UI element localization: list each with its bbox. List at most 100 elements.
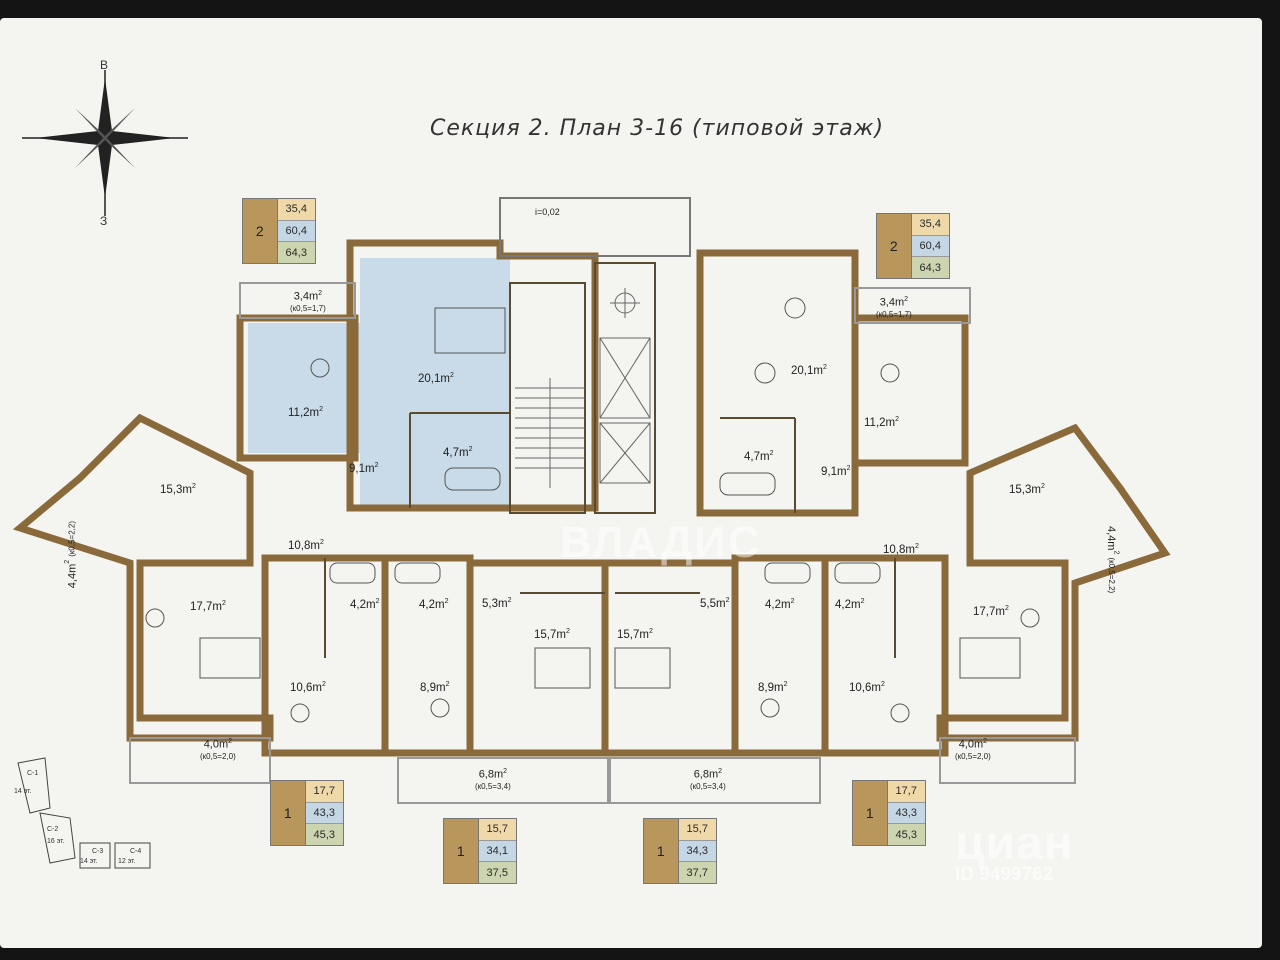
loggia-label: 3,4m2 (к0,5=1,7) <box>876 294 912 321</box>
room-area-label: 4,2m2 <box>765 596 794 611</box>
room-area-label: 4,7m2 <box>744 448 773 463</box>
minimap-floors: 14 эт. <box>80 858 98 865</box>
room-area-unit: 2 <box>565 628 570 635</box>
room-area-label: 10,6m2 <box>849 679 885 694</box>
room-area-label: 10,8m2 <box>288 537 324 552</box>
watermark-vladis: ВЛАДИС <box>560 518 762 567</box>
badge-total-area: 43,3 <box>887 802 925 825</box>
room-area: 20,1m <box>791 364 823 377</box>
room-area: 8,9m <box>758 681 784 694</box>
minimap-floors: 14 эт. <box>14 788 32 795</box>
badge-rooms: 1 <box>444 819 479 883</box>
slope-label: i=0,02 <box>535 207 560 217</box>
room-area-unit: 2 <box>648 628 653 635</box>
room-area: 4,2m <box>835 598 861 611</box>
room-area-unit: 2 <box>914 543 919 550</box>
badge-living-area: 17,7 <box>305 781 343 803</box>
minimap-section: С-2 <box>47 826 59 833</box>
badge-total-with-loggia: 45,3 <box>305 824 343 846</box>
badge-rooms: 1 <box>644 819 679 883</box>
compass-north-label: В <box>100 58 109 72</box>
room-area-unit: 2 <box>375 598 380 605</box>
room-area-label: 11,2m2 <box>288 404 323 419</box>
room-area-unit: 2 <box>846 465 851 472</box>
loggia-coefficient: (к0,5=2,2) <box>67 521 77 557</box>
loggia-label: 6,8m2(к0,5=3,4) <box>690 766 726 793</box>
room-area-label: 9,1m2 <box>349 460 378 475</box>
badge-living-area: 35,4 <box>277 199 315 221</box>
loggia-coefficient: (к0,5=2,0) <box>200 751 236 761</box>
room-area: 4,2m <box>419 598 445 611</box>
room-area-unit: 2 <box>783 681 788 688</box>
room-area-unit: 2 <box>860 598 865 605</box>
compass-south-label: З <box>100 214 108 228</box>
badge-total-area: 60,4 <box>277 220 315 243</box>
loggia-area: 4,0m <box>203 738 229 751</box>
loggia-coefficient: (к0,5=2,2) <box>1107 557 1116 594</box>
badge-rooms: 2 <box>243 199 278 263</box>
room-area: 15,3m <box>160 483 192 496</box>
minimap-floors: 16 эт. <box>47 838 65 845</box>
loggia-area: 6,8m <box>478 768 504 781</box>
loggia-area-unit: 2 <box>983 738 988 745</box>
room-area-label: 20,1m2 <box>791 362 827 377</box>
room-area-unit: 2 <box>221 600 226 607</box>
section-minimap <box>17 757 151 869</box>
loggia-label: 4,0m2 (к0,5=2,0) <box>200 736 236 763</box>
loggia-area: 3,4m <box>879 296 905 309</box>
loggia-area-unit: 2 <box>228 738 233 745</box>
badge-living-area: 15,7 <box>478 819 516 841</box>
room-area: 20,1m <box>418 372 450 385</box>
loggia-label: 4,4m2 (к0,5=2,2) <box>1105 526 1122 593</box>
room-area-label: 4,7m2 <box>443 444 472 459</box>
loggia-area: 4,4m <box>1105 526 1117 551</box>
room-area-label: 5,5m2 <box>700 595 729 610</box>
badge-total-area: 34,1 <box>478 840 516 863</box>
room-area-label: 17,7m2 <box>190 598 226 613</box>
badge-rooms: 2 <box>877 214 912 278</box>
badge-total-with-loggia: 64,3 <box>277 242 315 264</box>
loggia-area: 6,8m <box>693 768 719 781</box>
room-area: 10,6m <box>290 681 322 694</box>
room-area: 10,6m <box>849 681 881 694</box>
room-area-unit: 2 <box>507 597 512 604</box>
room-area-unit: 2 <box>725 597 730 604</box>
room-area-unit: 2 <box>319 539 324 546</box>
room-area-label: 5,3m2 <box>482 595 511 610</box>
minimap-section: С-3 <box>92 848 104 855</box>
room-area-unit: 2 <box>1004 605 1009 612</box>
room-area: 10,8m <box>288 539 320 552</box>
room-area-unit: 2 <box>468 446 473 453</box>
room-area: 17,7m <box>190 600 222 613</box>
loggia-label: 6,8m2(к0,5=3,4) <box>475 766 511 793</box>
room-area-unit: 2 <box>191 483 196 490</box>
loggia-area-unit: 2 <box>904 296 909 303</box>
loggia-area-unit: 2 <box>64 559 71 564</box>
room-area-label: 8,9m2 <box>420 679 449 694</box>
room-area-unit: 2 <box>449 372 454 379</box>
loggia-area-unit: 2 <box>503 768 508 775</box>
room-area: 4,2m <box>765 598 791 611</box>
loggia-coefficient: (к0,5=1,7) <box>876 309 912 319</box>
room-area-label: 15,3m2 <box>160 481 196 496</box>
room-area: 5,3m <box>482 597 508 610</box>
room-area: 8,9m <box>420 681 446 694</box>
badge-total-with-loggia: 37,5 <box>478 862 516 884</box>
badge-total-area: 60,4 <box>911 235 949 258</box>
loggia-area-unit: 2 <box>718 768 723 775</box>
room-area: 9,1m <box>349 462 375 475</box>
minimap-section: С-1 <box>27 770 39 777</box>
badge-rooms: 1 <box>271 781 306 845</box>
room-area: 15,7m <box>534 628 566 641</box>
loggia-area-unit: 2 <box>318 290 323 297</box>
badge-total-area: 43,3 <box>305 802 343 825</box>
loggia-area: 3,4m <box>293 290 319 303</box>
badge-total-area: 34,3 <box>678 840 716 863</box>
room-area: 17,7m <box>973 605 1005 618</box>
badge-living-area: 17,7 <box>887 781 925 803</box>
room-area: 15,3m <box>1009 483 1041 496</box>
